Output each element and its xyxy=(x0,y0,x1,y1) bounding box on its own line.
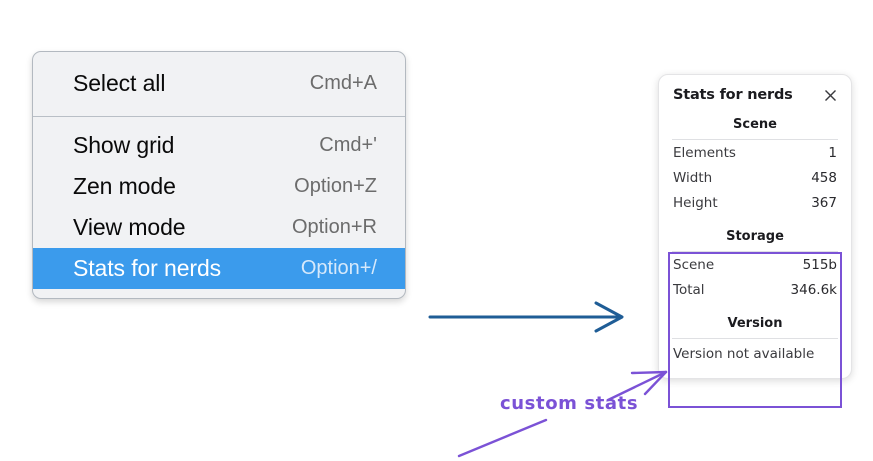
stat-row: Scene 515b xyxy=(659,252,851,277)
section-divider xyxy=(672,251,838,252)
menu-group-2: Show grid Cmd+' Zen mode Option+Z View m… xyxy=(33,117,405,298)
stat-row: Elements 1 xyxy=(659,140,851,165)
stat-row: Height 367 xyxy=(659,190,851,215)
menu-item-shortcut: Option+Z xyxy=(294,175,377,197)
menu-item-select-all[interactable]: Select all Cmd+A xyxy=(33,63,405,104)
menu-item-label: Zen mode xyxy=(73,173,176,199)
menu-item-stats-for-nerds[interactable]: Stats for nerds Option+/ xyxy=(33,248,405,289)
stat-row: Width 458 xyxy=(659,165,851,190)
menu-item-view-mode[interactable]: View mode Option+R xyxy=(33,207,405,248)
stat-value: 458 xyxy=(811,170,837,186)
menu-item-label: Select all xyxy=(73,70,166,96)
stat-value: 346.6k xyxy=(790,282,837,298)
stat-label: Scene xyxy=(673,257,715,273)
menu-item-label: View mode xyxy=(73,214,186,240)
version-value: Version not available xyxy=(673,346,815,362)
stats-for-nerds-panel: Stats for nerds Scene Elements 1 Width 4… xyxy=(658,74,852,379)
section-divider xyxy=(672,338,838,339)
stat-value: 367 xyxy=(811,195,837,211)
panel-title: Stats for nerds xyxy=(673,87,793,103)
stat-label: Height xyxy=(673,195,718,211)
stat-value: 515b xyxy=(802,257,837,273)
close-icon[interactable] xyxy=(823,88,838,103)
section-heading: Storage xyxy=(726,229,784,244)
panel-section-storage: Storage Scene 515b Total 346.6k xyxy=(659,215,851,302)
section-heading: Scene xyxy=(733,117,777,132)
section-divider xyxy=(672,139,838,140)
panel-section-version: Version Version not available xyxy=(659,302,851,364)
menu-item-label: Show grid xyxy=(73,132,175,158)
blue-arrow xyxy=(428,301,624,333)
panel-section-scene: Scene Elements 1 Width 458 Height 367 xyxy=(659,103,851,215)
menu-group-1: Select all Cmd+A xyxy=(33,52,405,116)
menu-separator xyxy=(33,116,405,117)
menu-item-label: Stats for nerds xyxy=(73,255,222,281)
stat-value: 1 xyxy=(828,145,837,161)
menu-item-zen-mode[interactable]: Zen mode Option+Z xyxy=(33,166,405,207)
stat-label: Elements xyxy=(673,145,736,161)
menu-item-shortcut: Option+/ xyxy=(300,257,377,279)
section-heading: Version xyxy=(727,316,783,331)
menu-item-shortcut: Cmd+A xyxy=(309,72,377,94)
stat-label: Total xyxy=(673,282,705,298)
menu-item-shortcut: Cmd+' xyxy=(319,134,377,156)
context-menu: Select all Cmd+A Show grid Cmd+' Zen mod… xyxy=(32,51,406,299)
stat-label: Width xyxy=(673,170,713,186)
menu-item-show-grid[interactable]: Show grid Cmd+' xyxy=(33,125,405,166)
custom-stats-annotation-label: custom stats xyxy=(500,393,639,414)
panel-header: Stats for nerds xyxy=(659,85,851,103)
purple-underline-stroke xyxy=(457,418,548,458)
stat-row: Total 346.6k xyxy=(659,277,851,302)
menu-item-shortcut: Option+R xyxy=(291,216,377,238)
